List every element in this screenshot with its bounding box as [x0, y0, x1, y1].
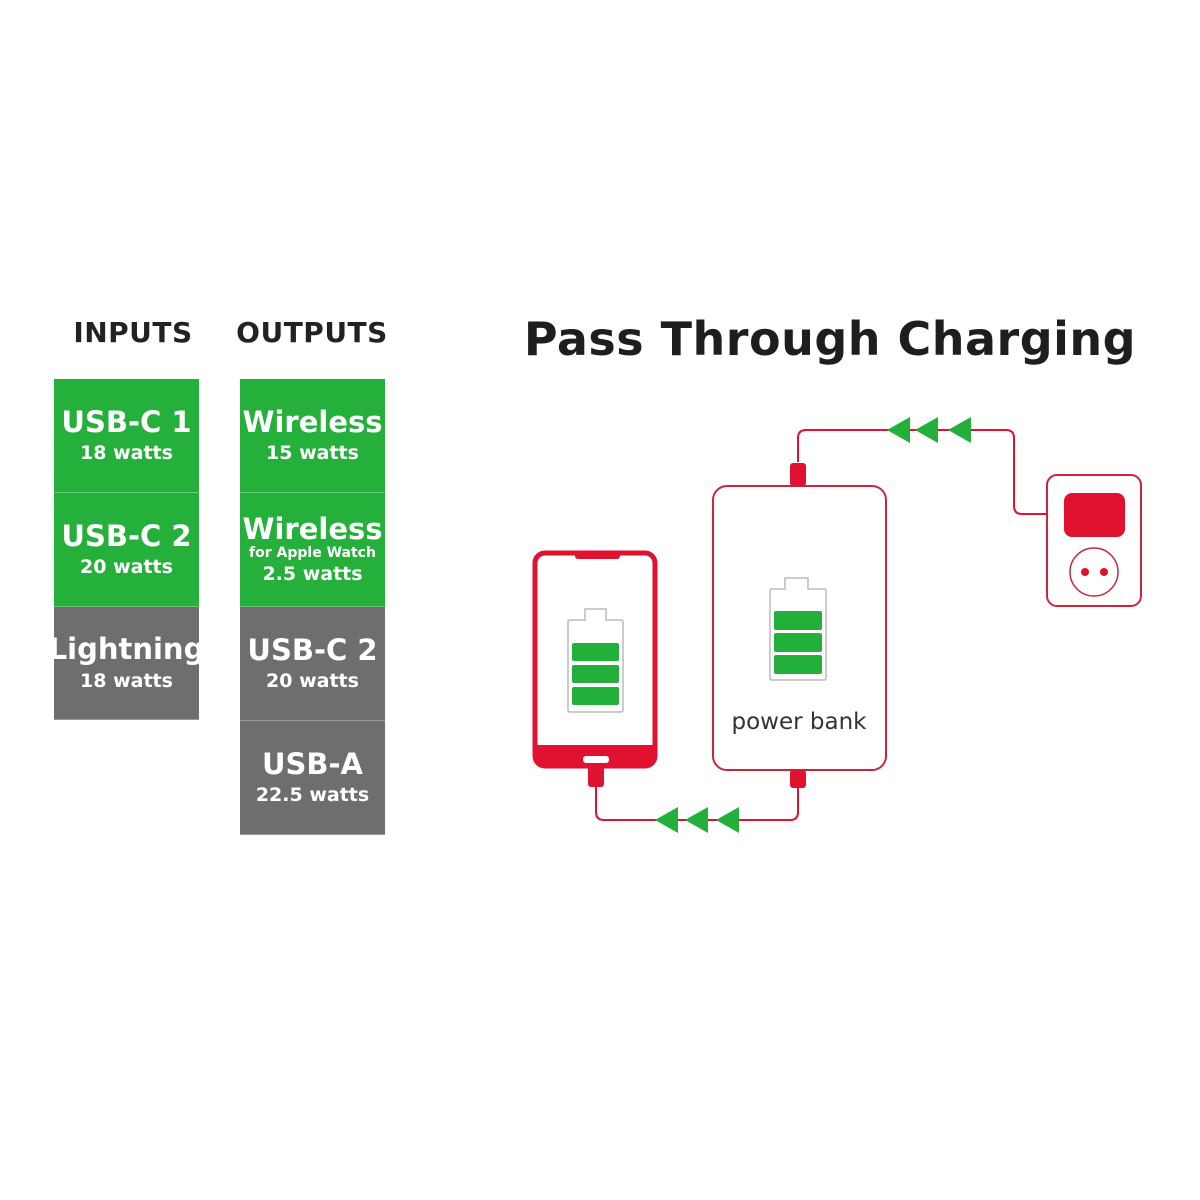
output-wireless: Wireless 15 watts	[240, 379, 385, 493]
port-watts: 18 watts	[80, 442, 173, 465]
port-watts: 22.5 watts	[255, 784, 370, 807]
arrow-left-icon	[716, 807, 739, 833]
port-watts: 18 watts	[80, 669, 173, 692]
port-watts: 15 watts	[266, 442, 359, 465]
port-name: USB-A	[261, 746, 364, 781]
arrow-left-icon	[655, 807, 678, 833]
port-watts: 2.5 watts	[262, 563, 363, 586]
power-bank-battery-icon	[769, 577, 827, 681]
arrow-left-icon	[887, 417, 910, 443]
power-bank-label: power bank	[732, 709, 868, 735]
phone-battery-icon	[567, 608, 624, 713]
arrow-left-icon	[685, 807, 708, 833]
port-name: USB-C 2	[61, 518, 192, 553]
input-usb-c-1: USB-C 1 18 watts	[54, 379, 199, 493]
flow-arrows-top	[887, 417, 971, 443]
port-name: USB-C 2	[247, 632, 378, 667]
arrow-left-icon	[948, 417, 971, 443]
flow-arrows-bottom	[655, 807, 739, 833]
socket-icon	[1069, 547, 1119, 597]
input-usb-c-2: USB-C 2 20 watts	[54, 493, 199, 607]
port-name: Wireless	[242, 511, 383, 546]
output-usb-a: USB-A 22.5 watts	[240, 721, 385, 835]
outputs-header: OUTPUTS	[236, 316, 388, 349]
port-name: Lightning	[48, 632, 205, 667]
port-name: Wireless	[242, 404, 383, 439]
plug-icon	[1064, 493, 1125, 537]
output-usb-c-2: USB-C 2 20 watts	[240, 607, 385, 721]
port-name: USB-C 1	[61, 404, 192, 439]
port-watts: 20 watts	[80, 556, 173, 579]
wall-outlet	[1046, 474, 1142, 607]
page-title: Pass Through Charging	[523, 312, 1137, 366]
inputs-header: INPUTS	[73, 316, 193, 349]
port-subtitle: for Apple Watch	[249, 545, 376, 562]
arrow-left-icon	[915, 417, 938, 443]
port-watts: 20 watts	[266, 670, 359, 693]
